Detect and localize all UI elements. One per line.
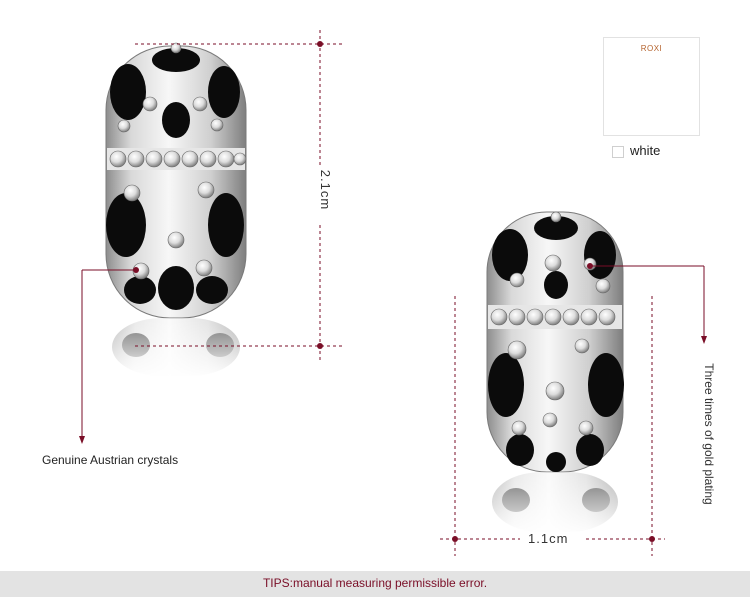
product-thumbnail[interactable]: ROXI xyxy=(603,37,700,136)
left-earring xyxy=(100,42,260,380)
tips-label: TIPS: xyxy=(262,576,293,590)
brand-logo: ROXI xyxy=(640,44,663,53)
height-dimension-label: 2.1cm xyxy=(318,169,333,211)
color-swatch-white[interactable] xyxy=(612,146,624,158)
tips-text: TIPS:manual measuring permissible error. xyxy=(0,576,750,590)
right-earring xyxy=(480,211,630,538)
tips-message: manual measuring permissible error. xyxy=(292,576,488,590)
plating-callout-label: Three times of gold plating xyxy=(702,363,716,505)
guide-markers xyxy=(79,41,707,542)
crystals-callout-label: Genuine Austrian crystals xyxy=(42,453,179,467)
color-option-label: white xyxy=(630,143,661,158)
tips-bar: TIPS:manual measuring permissible error. xyxy=(0,571,750,597)
width-dimension-label: 1.1cm xyxy=(528,531,569,546)
